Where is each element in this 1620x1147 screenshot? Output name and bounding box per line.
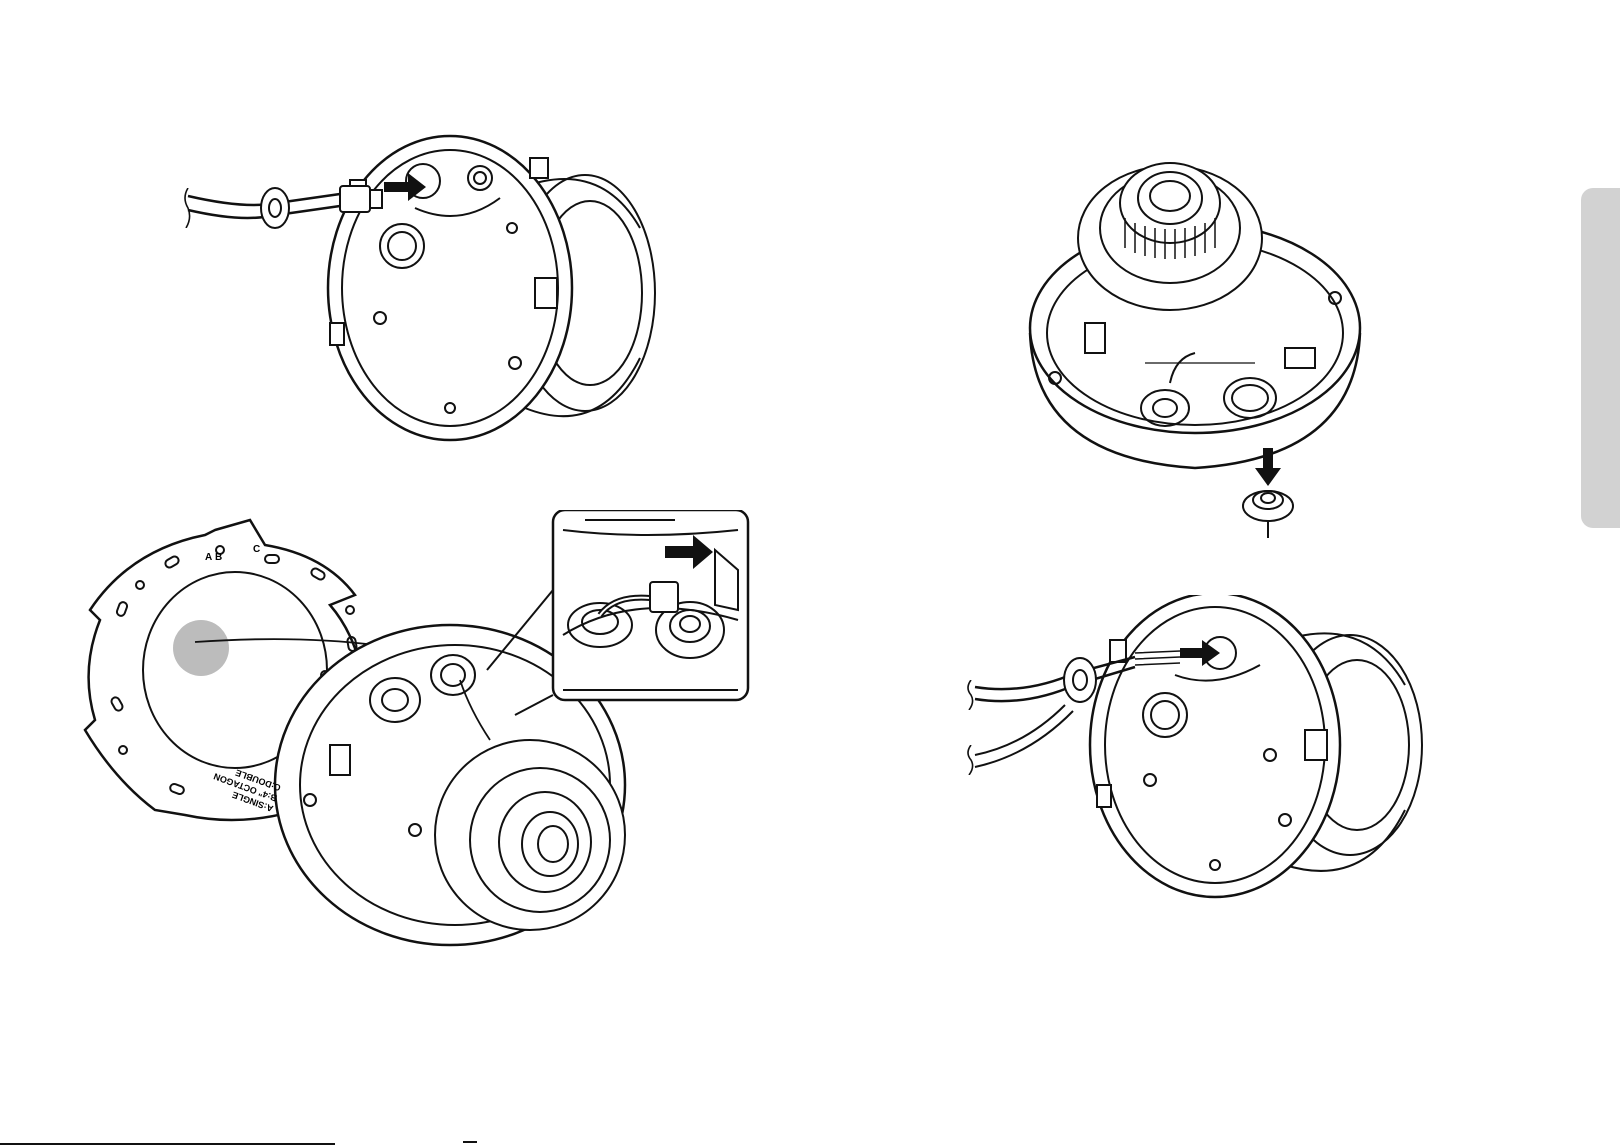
- cable-break-icon: [75, 510, 76, 511]
- hole-label-a: A: [205, 552, 212, 563]
- figure-cable-insert-bottom-right: [965, 595, 1445, 935]
- arrow-right-icon: [665, 535, 713, 569]
- arrow-down-icon: [1255, 448, 1281, 486]
- hole-label-b: B: [215, 552, 222, 563]
- figure-cable-insert-top-left: [180, 118, 680, 458]
- cable-break-icon: [182, 188, 192, 228]
- side-section-tab: [1581, 188, 1620, 528]
- cable-break-icon: [965, 680, 975, 710]
- cable-break-icon: [965, 745, 975, 775]
- arrow-right-icon: [1180, 640, 1220, 666]
- footer-mark: [463, 1141, 477, 1143]
- cable-hole-highlight: [173, 620, 229, 676]
- figure-mounting-plate-bottom-left: A:SINGLE B:4" OCTAGON C:DOUBLE A B C: [75, 510, 775, 950]
- footer-rule: [0, 1143, 335, 1145]
- arrow-right-icon: [384, 173, 426, 201]
- hole-label-c: C: [253, 544, 260, 555]
- figure-grommet-removal-top-right: [1025, 158, 1365, 548]
